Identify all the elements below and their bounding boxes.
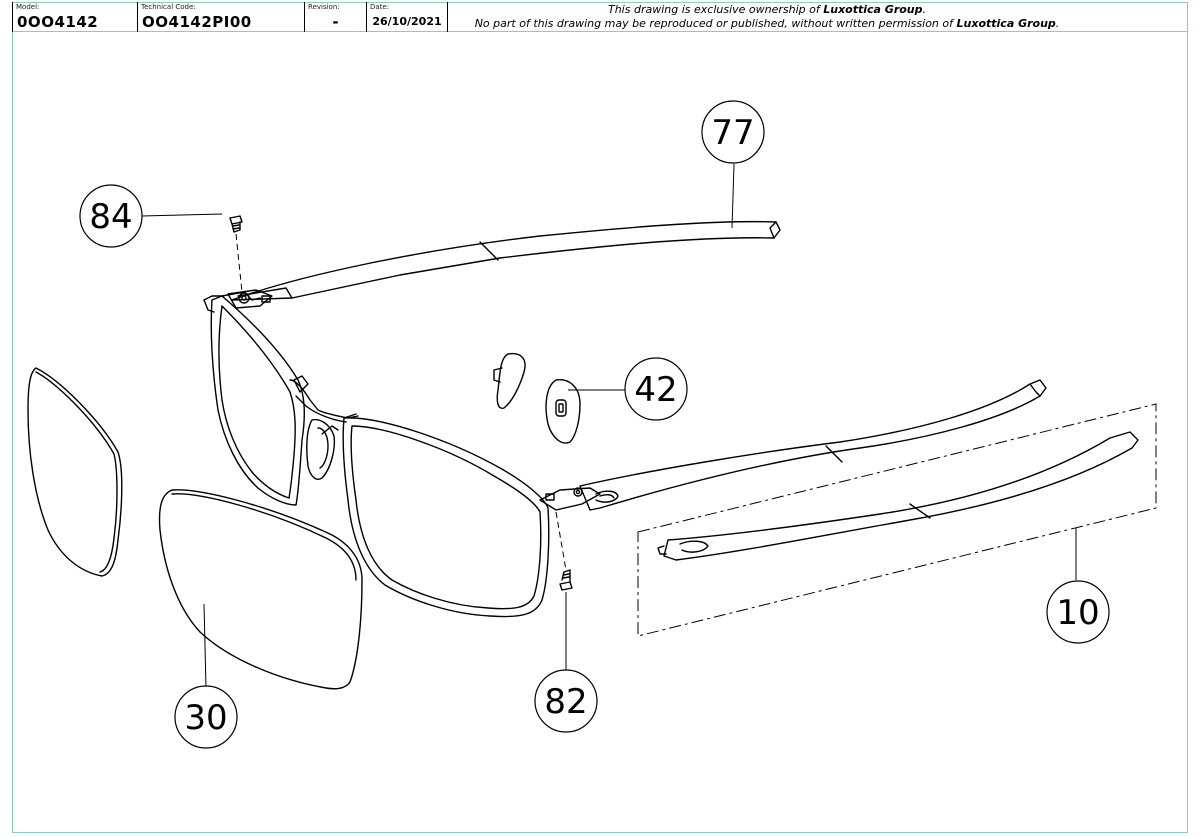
technical-code-label: Technical Code: (141, 3, 196, 11)
model-label: Model: (16, 3, 40, 11)
title-block: Model: 0OO4142 Technical Code: OO4142PI0… (12, 2, 1188, 32)
frame-nose-pads (306, 418, 339, 480)
callout-82-circle (534, 669, 598, 733)
assembly-lines (235, 233, 567, 571)
callout-30-circle (174, 685, 238, 749)
nose-pad-loose-2 (545, 379, 581, 444)
left-hinge (227, 289, 273, 309)
drawing-sheet-border (12, 2, 1188, 833)
callout-42-number: 42 (634, 370, 677, 410)
technical-code-value: OO4142PI00 (142, 13, 252, 31)
callout-77-number: 77 (711, 113, 754, 153)
temple-arm-separate (657, 431, 1139, 561)
notice-line-2-text: No part of this drawing may be reproduce… (474, 17, 957, 30)
notice-line-2-company: Luxottica Group (956, 17, 1056, 30)
date-value: 26/10/2021 (372, 15, 442, 28)
callout-10-number: 10 (1056, 593, 1099, 633)
callout-10-circle (1046, 580, 1110, 644)
part-10-dashed-boundary (637, 403, 1157, 637)
callout-30-number: 30 (184, 698, 227, 738)
notice-line-1: This drawing is exclusive ownership of L… (448, 3, 1086, 17)
callout-84-circle (79, 184, 143, 248)
right-hinge (539, 487, 601, 511)
lens-left-loose (27, 367, 123, 577)
notice-line-2: No part of this drawing may be reproduce… (448, 17, 1086, 31)
nose-pad-loose-1 (493, 352, 526, 409)
screw-82 (559, 569, 573, 591)
ownership-notice-cell: This drawing is exclusive ownership of L… (448, 2, 1188, 32)
temple-arm-right-assembled (579, 379, 1047, 511)
revision-cell: Revision: - (305, 2, 367, 32)
model-value: 0OO4142 (17, 13, 99, 31)
temple-arm-top (231, 220, 781, 301)
notice-line-2-end: . (1055, 17, 1060, 30)
leader-84 (141, 213, 223, 217)
date-label: Date: (370, 3, 390, 11)
callout-84-number: 84 (89, 197, 132, 237)
notice-line-1-company: Luxottica Group (823, 3, 923, 16)
leader-lines (141, 163, 1077, 689)
notice-line-1-end: . (922, 3, 927, 16)
frame-left-rim (203, 291, 306, 506)
frame-right-rim (342, 413, 550, 618)
notice-line-1-text: This drawing is exclusive ownership of (607, 3, 824, 16)
lens-right-loose (158, 489, 363, 690)
screw-84 (229, 215, 243, 233)
revision-label: Revision: (308, 3, 340, 11)
leader-30 (203, 603, 207, 689)
revision-value: - (332, 13, 339, 31)
model-cell: Model: 0OO4142 (12, 2, 138, 32)
date-cell: Date: 26/10/2021 (367, 2, 448, 32)
callout-42-circle (624, 357, 688, 421)
technical-code-cell: Technical Code: OO4142PI00 (138, 2, 305, 32)
ownership-notice: This drawing is exclusive ownership of L… (448, 3, 1086, 31)
callout-77-circle (701, 100, 765, 164)
leader-77 (731, 163, 735, 229)
callout-82-number: 82 (544, 682, 587, 722)
frame-bridge (289, 375, 359, 423)
